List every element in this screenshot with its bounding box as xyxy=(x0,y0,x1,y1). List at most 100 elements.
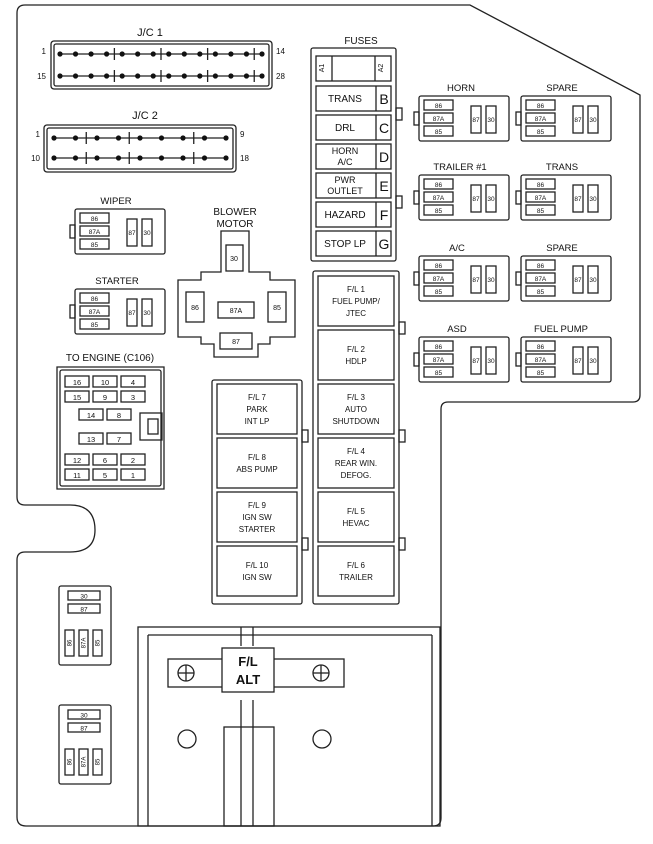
fuse-f: HAZARD F xyxy=(315,201,392,228)
jc1-pin-r2-12 xyxy=(228,73,234,79)
jc1-pin-top-left: 1 xyxy=(42,47,47,56)
relay-starter-pin-87: 87 xyxy=(128,310,136,317)
relay-fuel-pump-pin-p85: 85 xyxy=(537,370,545,377)
relay-ac-title: A/C xyxy=(449,243,465,254)
fuse-a2-label: A2 xyxy=(378,64,385,73)
relay-spare-1-pin-p86: 86 xyxy=(537,103,545,110)
relay-ac-pin-p87a: 87A xyxy=(433,276,445,283)
housing-outline xyxy=(16,4,641,827)
fusible-link-right-3-line-1: F/L 3 xyxy=(347,393,365,402)
jc2-connector: J/C 2 1 9 10 18 xyxy=(31,110,249,173)
fusible-link-left-3-line-1: F/L 9 xyxy=(248,501,266,510)
jc2-pin-r1-4 xyxy=(115,135,122,141)
relay-wiper-pin-30: 30 xyxy=(143,230,151,237)
jc2-pin-r2-3 xyxy=(94,155,100,161)
relay-trailer-pin-p87a: 87A xyxy=(433,195,445,202)
svg-text:D: D xyxy=(379,149,389,165)
relay-fog-lp-1-pin-p87a: 87A xyxy=(82,757,88,768)
jc2-pin-r1-2 xyxy=(72,135,79,141)
jc1-pin-r1-11 xyxy=(212,51,218,57)
relay-spare-2-pin-p87a: 87A xyxy=(535,276,547,283)
fusible-link-left-3: F/L 9 IGN SW STARTER xyxy=(216,491,298,543)
svg-text:STOP LP: STOP LP xyxy=(324,239,366,250)
jc2-pin-bottom-left: 10 xyxy=(31,154,40,163)
jc2-pin-r1-1 xyxy=(51,135,57,141)
relay-fog-lp-1-pin-p86: 86 xyxy=(68,758,74,765)
jc2-pin-r2-6 xyxy=(158,155,165,161)
fusible-link-left-3-line-3: STARTER xyxy=(239,525,276,534)
relay-fuel-pump-pin-p86: 86 xyxy=(537,344,545,351)
jc1-pin-bottom-right: 28 xyxy=(276,72,285,81)
jc1-pin-r1-5 xyxy=(119,51,125,57)
relay-spare-1-pin-30: 30 xyxy=(589,117,597,124)
fusible-link-right-5-line-2: HEVAC xyxy=(343,519,370,528)
jc1-pin-r1-1 xyxy=(57,51,63,57)
jc2-pin-r2-2 xyxy=(72,155,79,161)
c106-pin-2: 10 xyxy=(101,378,109,387)
relay-spare-2-pin-30: 30 xyxy=(589,277,597,284)
relay-fog-lp-2-pin-87: 87 xyxy=(80,607,88,614)
mount-hole-left xyxy=(177,729,197,749)
fusible-link-right-3-line-3: SHUTDOWN xyxy=(332,417,379,426)
c106-pin-7: 14 xyxy=(87,411,95,420)
relay-horn-pin-87: 87 xyxy=(472,117,480,124)
jc1-pin-r1-4 xyxy=(104,51,110,57)
jc1-pin-r2-7 xyxy=(150,73,156,79)
jc1-pin-r1-12 xyxy=(228,51,234,57)
relay-fog-lp-2-pin-p87a: 87A xyxy=(82,638,88,649)
fusible-link-left-2-line-2: ABS PUMP xyxy=(236,465,277,474)
fl-alt-line1: F/L xyxy=(238,654,258,669)
jc2-pin-r2-4 xyxy=(115,155,122,161)
fl-alt-label-box xyxy=(221,647,275,693)
mount-hole-right xyxy=(312,729,332,749)
relay-spare-2-pin-p85: 85 xyxy=(537,289,545,296)
jc2-pin-r2-9 xyxy=(223,155,229,161)
c106-pin-6: 3 xyxy=(131,393,135,402)
fuse-g: STOP LP G xyxy=(315,230,392,257)
c106-pin-12: 6 xyxy=(103,456,107,465)
relay-trailer-pin-p86: 86 xyxy=(435,182,443,189)
jc1-pin-r1-2 xyxy=(72,51,79,57)
fusible-link-right-2-line-1: F/L 2 xyxy=(347,345,365,354)
bolt-right-icon xyxy=(312,664,330,682)
relay-horn-pin-30: 30 xyxy=(487,117,495,124)
fusible-link-left-4-line-2: IGN SW xyxy=(242,573,272,582)
svg-text:E: E xyxy=(379,178,388,194)
relay-horn-title: HORN xyxy=(447,83,475,94)
jc1-pin-r2-5 xyxy=(119,73,125,79)
relay-trans-pin-30: 30 xyxy=(589,196,597,203)
jc2-pin-r2-1 xyxy=(51,155,57,161)
c106-pin-3: 4 xyxy=(131,378,135,387)
svg-text:HORN: HORN xyxy=(332,146,359,156)
relay-asd-title: ASD xyxy=(447,324,467,335)
fuse-block: FUSES A1 A2 TRANS B DRL C HORN A/C D PWR… xyxy=(310,36,403,262)
svg-text:30: 30 xyxy=(230,256,238,263)
relay-spare-1-pin-p87a: 87A xyxy=(535,116,547,123)
relay-fog-lp-2-pin-p86: 86 xyxy=(68,639,74,646)
jc1-pin-r1-3 xyxy=(88,51,94,57)
jc1-pin-r2-11 xyxy=(212,73,218,79)
fuse-d: HORN A/C D xyxy=(315,143,392,170)
jc1-pin-r2-2 xyxy=(72,73,79,79)
fl-alt-section: F/L ALT xyxy=(137,626,441,827)
svg-text:F: F xyxy=(380,207,389,223)
relay-asd-pin-p85: 85 xyxy=(435,370,443,377)
jc2-pin-r1-6 xyxy=(158,135,165,141)
jc1-pin-top-right: 14 xyxy=(276,47,285,56)
relay-fuel-pump-pin-30: 30 xyxy=(589,358,597,365)
svg-text:87A: 87A xyxy=(230,308,243,315)
relay-starter-pin-p85: 85 xyxy=(91,322,99,329)
fusible-link-left-3-line-2: IGN SW xyxy=(242,513,272,522)
svg-text:87: 87 xyxy=(232,339,240,346)
relay-fuel-pump-pin-p87a: 87A xyxy=(535,357,547,364)
